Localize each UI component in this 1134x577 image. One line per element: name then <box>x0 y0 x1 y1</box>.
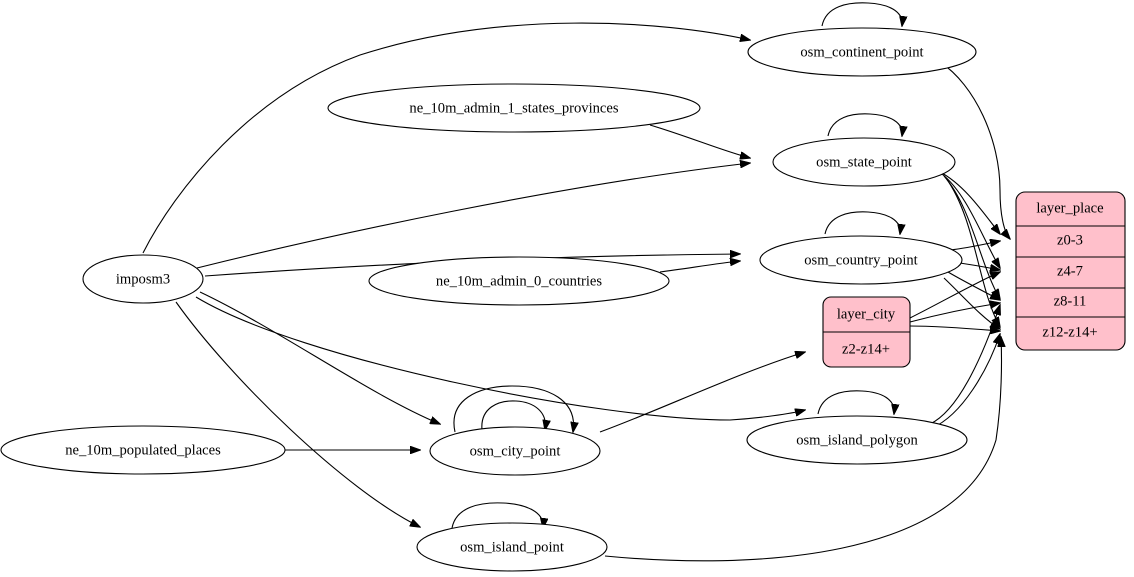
selfloop-state <box>827 113 902 136</box>
selfloop-country <box>824 211 900 234</box>
node-osm-state-point[interactable]: osm_state_point <box>772 137 956 187</box>
node-country-label: osm_country_point <box>804 252 918 268</box>
node-ne-10m-populated-places[interactable]: ne_10m_populated_places <box>0 425 286 475</box>
node-ne-countries-label: ne_10m_admin_0_countries <box>436 273 602 289</box>
layer-city-row-z2-z14: z2-z14+ <box>842 341 890 357</box>
node-state-label: osm_state_point <box>816 154 912 170</box>
edge-continent-z0-3 <box>939 61 1010 239</box>
selfloop-city-inner <box>481 400 546 430</box>
node-ne-10m-admin-0-countries[interactable]: ne_10m_admin_0_countries <box>368 256 670 306</box>
selfloop-city-outer <box>453 385 574 432</box>
selfloop-island-point <box>451 502 543 528</box>
edge-island-point-z12-z14 <box>604 337 1001 562</box>
node-osm-country-point[interactable]: osm_country_point <box>759 235 963 285</box>
edge-country-z12-z14 <box>943 277 1000 329</box>
edge-imposm3-city <box>199 291 440 424</box>
node-imposm3[interactable]: imposm3 <box>82 254 204 304</box>
node-island-point-label: osm_island_point <box>460 539 564 555</box>
node-continent-label: osm_continent_point <box>800 44 923 60</box>
edge-country-z0-3 <box>949 241 1000 251</box>
edge-layer <box>142 2 1010 562</box>
node-ne-places-label: ne_10m_populated_places <box>65 442 221 458</box>
layer-place-title: layer_place <box>1036 200 1103 216</box>
node-ne-states-label: ne_10m_admin_1_states_provinces <box>409 100 618 116</box>
node-layer: imposm3 ne_10m_admin_1_states_provinces … <box>0 27 1126 572</box>
edge-island-polygon-z12-z14 <box>931 334 1000 429</box>
node-layer-place[interactable]: layer_place z0-3 z4-7 z8-11 z12-z14+ <box>1015 191 1126 351</box>
layer-place-row-z0-3: z0-3 <box>1057 232 1083 248</box>
edge-imposm3-island-point <box>175 301 420 527</box>
edge-layer-city-z12-z14 <box>909 325 1000 331</box>
node-osm-continent-point[interactable]: osm_continent_point <box>747 27 977 77</box>
node-island-polygon-label: osm_island_polygon <box>796 432 918 448</box>
edge-layer-city-z8-11 <box>909 303 1000 323</box>
edge-city-layer-city <box>599 352 805 433</box>
layer-place-row-z12-z14: z12-z14+ <box>1042 324 1097 340</box>
edge-country-z8-11 <box>947 271 1000 300</box>
node-ne-10m-admin-1-states-provinces[interactable]: ne_10m_admin_1_states_provinces <box>327 83 701 133</box>
node-city-label: osm_city_point <box>470 443 561 459</box>
edge-ne-countries-country <box>659 261 740 273</box>
node-layer-city[interactable]: layer_city z2-z14+ <box>822 296 911 368</box>
node-imposm3-label: imposm3 <box>116 271 170 287</box>
edge-state-z0-3 <box>939 171 1000 234</box>
edge-imposm3-continent <box>142 22 750 254</box>
node-osm-city-point[interactable]: osm_city_point <box>429 426 601 476</box>
edge-island-polygon-z8-11 <box>929 305 1000 425</box>
node-osm-island-point[interactable]: osm_island_point <box>416 522 608 572</box>
node-osm-island-polygon[interactable]: osm_island_polygon <box>746 415 968 465</box>
edge-ne-states-state <box>649 124 750 158</box>
selfloop-continent <box>821 2 902 26</box>
edge-imposm3-state <box>196 163 750 269</box>
edge-state-z4-7 <box>941 173 1000 268</box>
layer-city-title: layer_city <box>837 306 896 322</box>
layer-place-row-z4-7: z4-7 <box>1057 263 1083 279</box>
layer-place-row-z8-11: z8-11 <box>1054 293 1087 309</box>
edge-layer-city-z4-7 <box>909 272 1000 319</box>
edge-imposm3-island-polygon <box>195 296 805 421</box>
selfloop-island-polygon <box>817 390 894 414</box>
